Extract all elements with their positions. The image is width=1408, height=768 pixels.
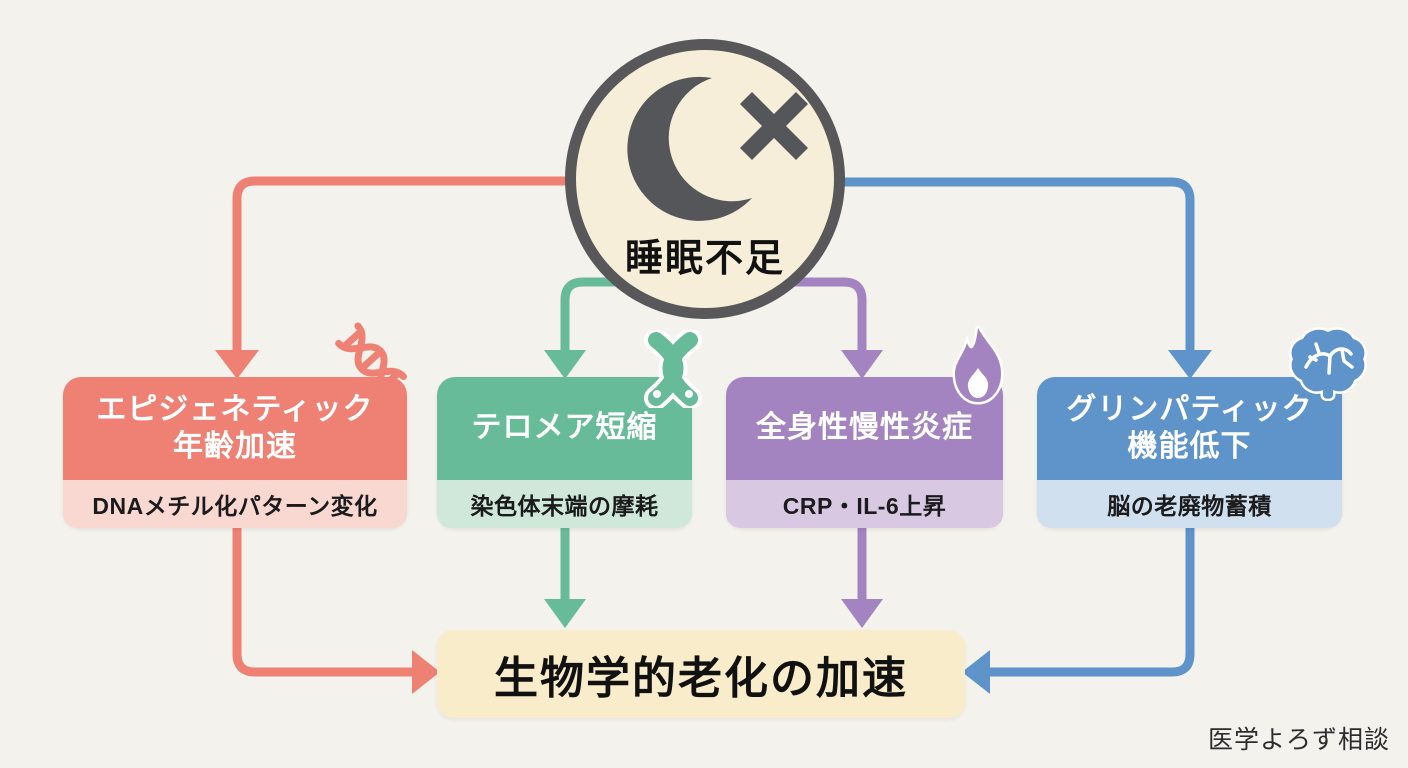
arrow-telomere-to-outcome [544,524,586,628]
chromosome-icon [640,328,706,413]
arrow-inflammation-to-outcome [841,524,883,628]
box-title: 全身性慢性炎症 [726,377,1003,480]
arrow-glymphatic-to-outcome [962,528,1195,694]
arrow-epigenetic-to-outcome [232,528,440,694]
credit-text: 医学よろず相談 [1207,727,1390,754]
box-systemic-inflammation: 全身性慢性炎症 CRP・IL-6上昇 [726,377,1003,528]
source-node-sleep-deprivation: 睡眠不足 [565,39,845,319]
crossed-out-moon-icon [600,70,810,245]
box-title: グリンパティック 機能低下 [1037,377,1342,480]
box-subtitle: DNAメチル化パターン変化 [63,480,407,528]
arrow-source-to-telomere [544,277,665,379]
outcome-box-biological-aging: 生物学的老化の加速 [437,630,965,718]
arrow-source-to-inflammation [748,277,883,379]
box-telomere-shortening: テロメア短縮 染色体末端の摩耗 [437,377,692,528]
box-glymphatic-decline: グリンパティック 機能低下 脳の老廃物蓄積 [1037,377,1342,528]
box-subtitle: 脳の老廃物蓄積 [1037,480,1342,528]
box-title: エピジェネティック 年齢加速 [63,377,407,480]
box-subtitle: CRP・IL-6上昇 [726,480,1003,528]
dna-icon [315,305,428,419]
box-epigenetic-age-acceleration: エピジェネティック 年齢加速 DNAメチル化パターン変化 [63,377,407,528]
box-title: テロメア短縮 [437,377,692,480]
brain-icon [1286,327,1370,406]
source-label: 睡眠不足 [624,238,785,280]
flame-icon [944,320,1012,411]
arrow-source-to-epigenetic [215,176,630,379]
box-subtitle: 染色体末端の摩耗 [437,480,692,528]
arrow-source-to-glymphatic [820,177,1212,379]
